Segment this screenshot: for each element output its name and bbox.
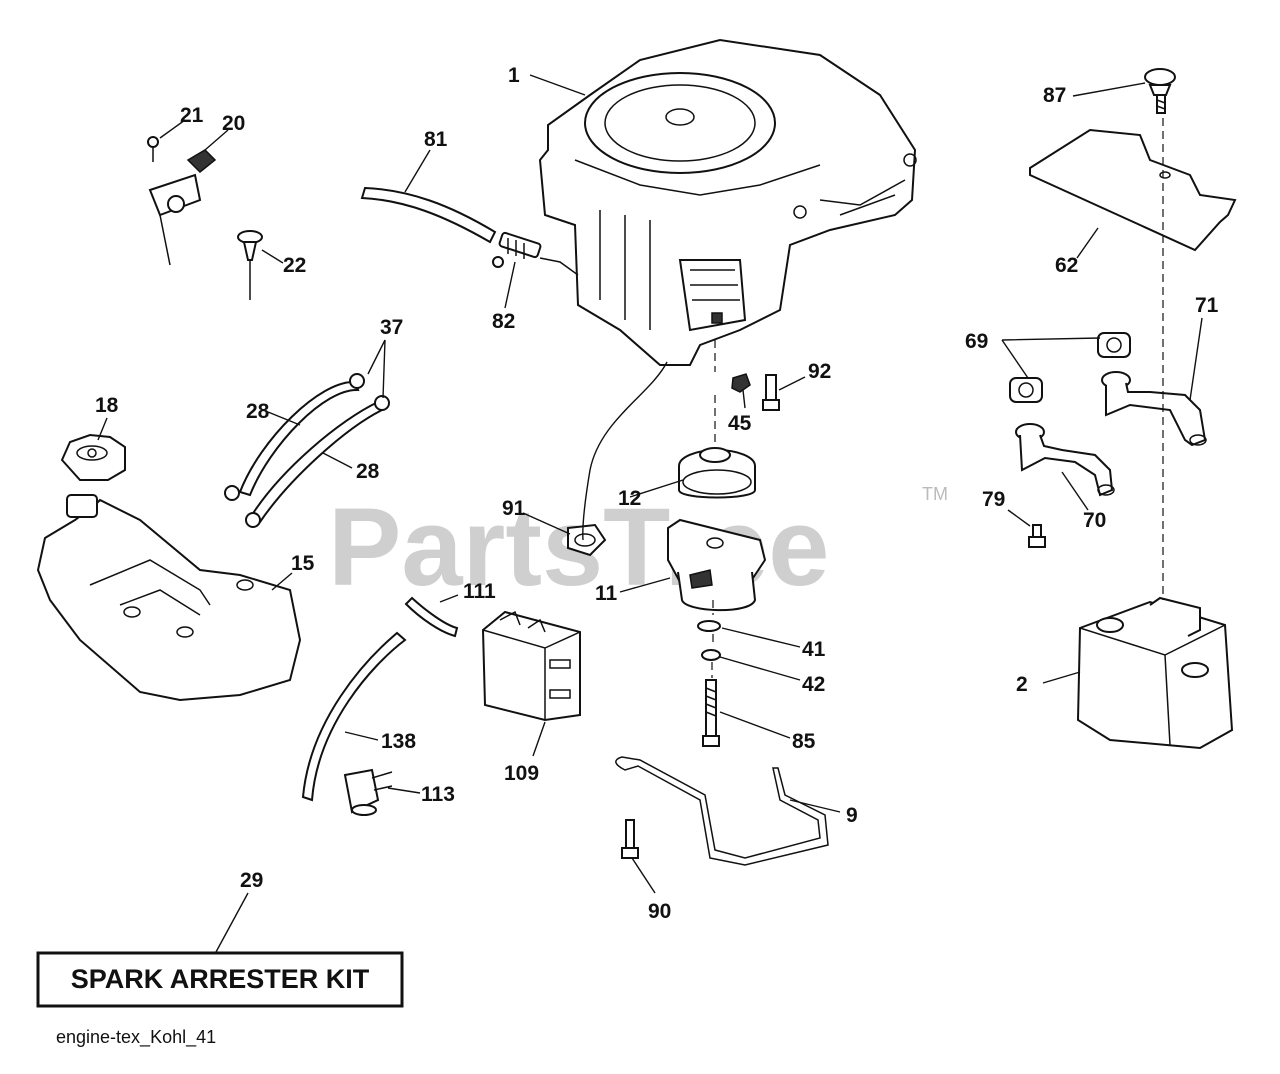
fuel-hoses-28[interactable] xyxy=(224,373,390,528)
callout-12: 12 xyxy=(618,487,641,510)
callout-22: 22 xyxy=(283,254,306,277)
callout-15: 15 xyxy=(291,552,315,575)
gaskets-69[interactable] xyxy=(1009,332,1131,403)
callout-45: 45 xyxy=(728,412,752,435)
callout-69: 69 xyxy=(965,330,988,353)
regulator-module-icon[interactable] xyxy=(481,610,581,722)
callout-82: 82 xyxy=(492,310,515,333)
leader-lines xyxy=(97,74,1203,953)
callout-87: 87 xyxy=(1043,84,1066,107)
exhaust-pipe-71[interactable] xyxy=(1101,371,1207,447)
callout-29: 29 xyxy=(240,869,263,892)
callout-138: 138 xyxy=(381,730,416,753)
bolt-90[interactable] xyxy=(621,819,639,859)
fitting-113[interactable] xyxy=(343,768,393,816)
bolt-92[interactable] xyxy=(762,374,780,411)
watermark-trademark: TM xyxy=(922,484,948,504)
callout-9: 9 xyxy=(846,804,858,827)
callout-111: 111 xyxy=(463,580,496,603)
callout-20: 20 xyxy=(222,112,245,135)
callouts: 1 2 9 11 12 15 18 20 21 22 28 28 29 37 4… xyxy=(95,64,1219,923)
callout-90: 90 xyxy=(648,900,671,923)
callout-41: 41 xyxy=(802,638,826,661)
callout-71: 71 xyxy=(1195,294,1219,317)
callout-70: 70 xyxy=(1083,509,1106,532)
callout-37: 37 xyxy=(380,316,403,339)
callout-11: 11 xyxy=(595,582,618,605)
electric-clutch-icon[interactable] xyxy=(667,518,767,612)
callout-28-upper: 28 xyxy=(246,400,270,423)
callout-42: 42 xyxy=(802,673,825,696)
callout-2: 2 xyxy=(1016,673,1028,696)
callout-91: 91 xyxy=(502,497,526,520)
bolt-85[interactable] xyxy=(702,679,720,747)
callout-21: 21 xyxy=(180,104,204,127)
callout-85: 85 xyxy=(792,730,816,753)
callout-92: 92 xyxy=(808,360,831,383)
spark-arrester-kit-box[interactable]: SPARK ARRESTER KIT xyxy=(36,951,404,1008)
callout-62: 62 xyxy=(1055,254,1078,277)
washer-41[interactable] xyxy=(697,620,721,632)
nut-45[interactable] xyxy=(731,373,751,393)
clutch-wire xyxy=(582,361,668,541)
callout-109: 109 xyxy=(504,762,539,785)
bolt-79[interactable] xyxy=(1028,524,1046,548)
choke-knob-22[interactable] xyxy=(237,230,263,300)
muffler-icon[interactable] xyxy=(1076,596,1234,750)
hose-138[interactable] xyxy=(301,631,407,802)
knob-87[interactable] xyxy=(1144,68,1176,114)
callout-81: 81 xyxy=(424,128,448,151)
fuel-filter-82[interactable] xyxy=(492,231,579,276)
brace-rod-9[interactable] xyxy=(615,756,829,866)
hose-111[interactable] xyxy=(404,596,459,638)
fuel-line-81[interactable] xyxy=(360,186,497,244)
bushing-91[interactable] xyxy=(567,523,607,557)
spark-arrester-kit-label: SPARK ARRESTER KIT xyxy=(71,964,370,994)
alignment-line-clutch-bolt xyxy=(711,600,714,678)
fuel-cap-18[interactable] xyxy=(60,433,126,481)
callout-113: 113 xyxy=(421,783,455,806)
throttle-assembly-20-21[interactable] xyxy=(147,136,217,266)
callout-79: 79 xyxy=(982,488,1005,511)
exhaust-pipe-70[interactable] xyxy=(1015,423,1115,497)
pulley-12[interactable] xyxy=(678,447,756,499)
diagram-reference: engine-tex_Kohl_41 xyxy=(56,1027,216,1048)
fuel-tank-icon[interactable] xyxy=(36,494,302,702)
engine-icon[interactable] xyxy=(538,38,917,366)
callout-1: 1 xyxy=(508,64,520,87)
lock-washer-42[interactable] xyxy=(701,649,721,661)
callout-28-lower: 28 xyxy=(356,460,380,483)
heat-shield-62[interactable] xyxy=(1029,128,1237,252)
callout-18: 18 xyxy=(95,394,119,417)
